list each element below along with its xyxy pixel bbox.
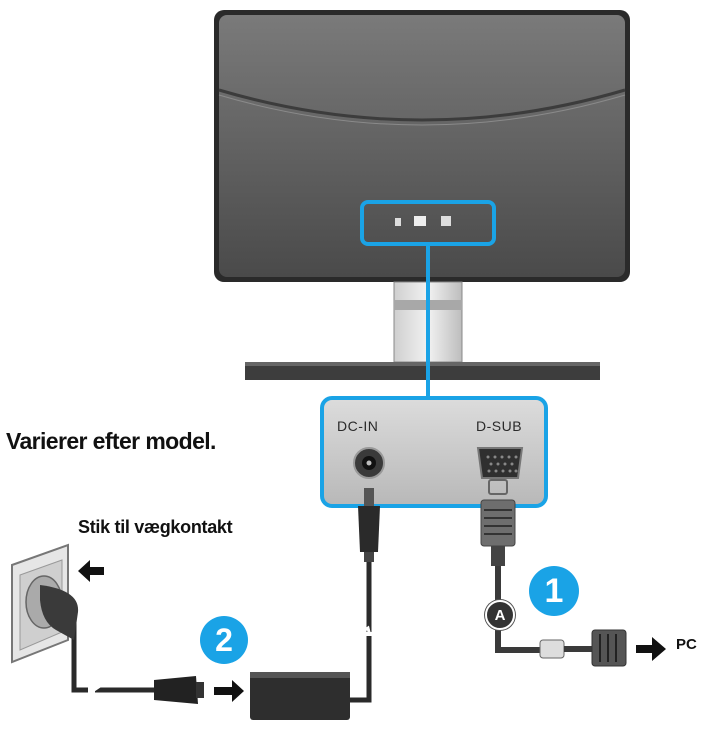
step-1-badge: 1 bbox=[529, 566, 579, 616]
wall-outlet-label: Stik til vægkontakt bbox=[78, 517, 233, 537]
d-sub-label: D-SUB bbox=[476, 418, 523, 434]
pc-arrow bbox=[636, 637, 666, 661]
model-variation-note: Varierer efter model. bbox=[6, 428, 216, 454]
adapter-arrow bbox=[214, 680, 244, 702]
pc-label: PC bbox=[676, 636, 697, 653]
dc-in-label: DC-IN bbox=[337, 418, 379, 434]
wall-socket bbox=[11, 543, 79, 664]
wall-arrow bbox=[78, 560, 104, 582]
monitor-stand bbox=[245, 281, 600, 380]
d-sub-port bbox=[476, 447, 524, 479]
port-panel-zoom bbox=[320, 396, 548, 508]
power-adapter bbox=[250, 672, 350, 720]
dc-cable bbox=[350, 488, 380, 703]
dc-in-jack bbox=[353, 447, 385, 479]
d-sub-cable bbox=[480, 479, 627, 667]
monitor-back bbox=[214, 10, 630, 282]
ac-cable bbox=[71, 610, 204, 704]
cable-a-badge: A bbox=[485, 600, 515, 630]
step-2-badge: 2 bbox=[200, 616, 248, 664]
